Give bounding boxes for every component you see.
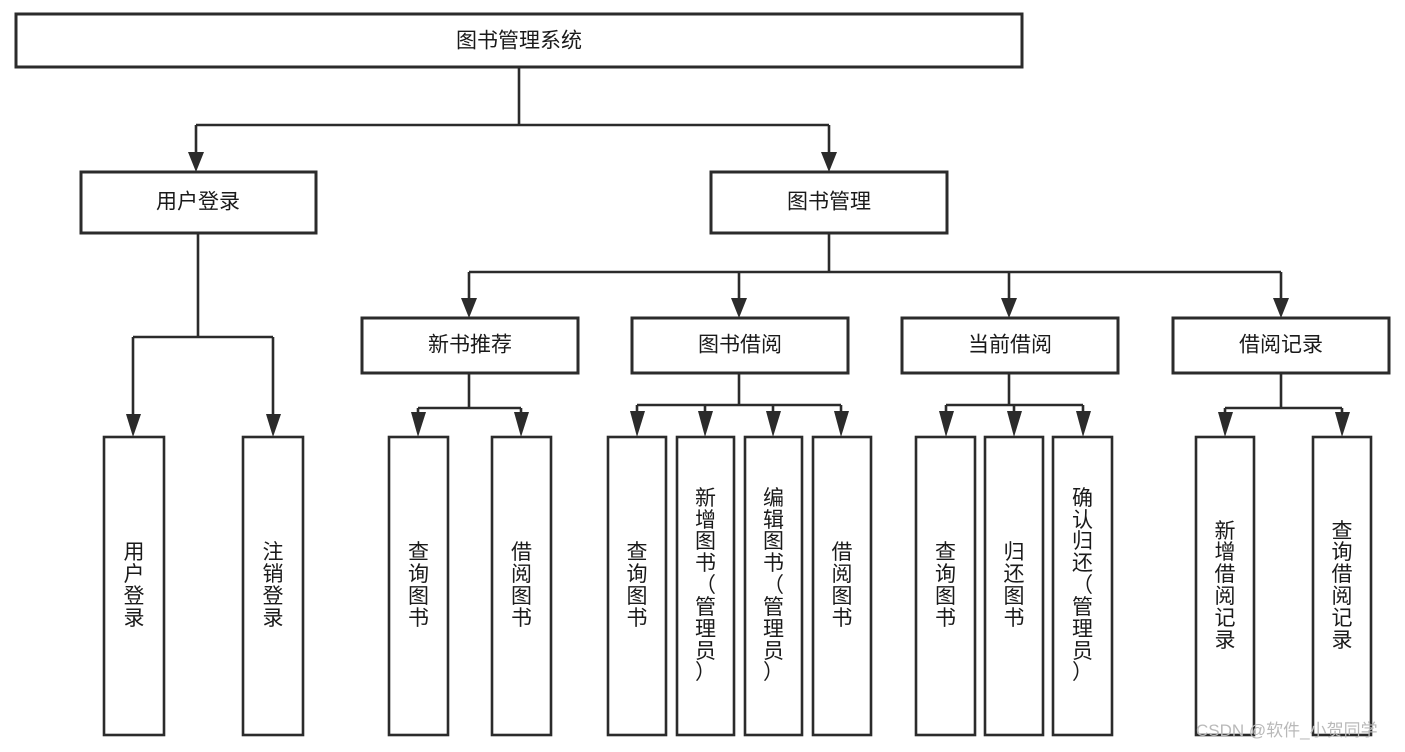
arrow-leaf-add-book: [698, 411, 713, 437]
arrow-leaf-query-record: [1335, 412, 1350, 437]
node-book-manage[interactable]: 图书管理: [709, 170, 949, 235]
arrow-leaf-query-book-3: [939, 411, 954, 437]
arrow-current-borrow: [1001, 298, 1017, 318]
leaf-box-query-book-2[interactable]: [606, 435, 668, 737]
leaf-box-query-book-1[interactable]: [387, 435, 450, 737]
node-root-label: 图书管理系统: [456, 30, 582, 53]
arrow-book-borrow: [731, 298, 747, 318]
node-root[interactable]: 图书管理系统: [14, 12, 1024, 69]
node-current-borrow-box[interactable]: [900, 316, 1120, 375]
node-current-borrow-label: 当前借阅: [968, 334, 1052, 357]
arrow-leaf-logout: [266, 414, 281, 437]
leaf-box-borrow-book-1[interactable]: [490, 435, 553, 737]
leaf-box-borrow-book-2[interactable]: [811, 435, 873, 737]
node-book-manage-label: 图书管理: [787, 191, 871, 214]
edges-layer: [126, 67, 1350, 437]
leaf-box-logout[interactable]: [241, 435, 305, 737]
node-root-box[interactable]: [14, 12, 1024, 69]
node-current-borrow[interactable]: 当前借阅: [900, 316, 1120, 375]
arrow-leaf-return-book: [1007, 411, 1022, 437]
arrow-leaf-query-book-1: [411, 412, 426, 437]
leaf-box-query-record[interactable]: [1311, 435, 1373, 737]
node-new-book-recommend-label: 新书推荐: [428, 334, 512, 357]
node-new-book-recommend-box[interactable]: [360, 316, 580, 375]
leaf-box-query-book-3[interactable]: [914, 435, 977, 737]
node-book-borrow[interactable]: 图书借阅: [630, 316, 850, 375]
arrow-user-login: [188, 152, 204, 172]
node-borrow-record[interactable]: 借阅记录: [1171, 316, 1391, 375]
arrow-book-manage: [821, 152, 837, 172]
leaf-box-add-record[interactable]: [1194, 435, 1256, 737]
node-book-borrow-box[interactable]: [630, 316, 850, 375]
node-book-borrow-label: 图书借阅: [698, 334, 782, 357]
arrow-leaf-add-record: [1218, 412, 1233, 437]
leaf-box-edit-book[interactable]: [743, 435, 804, 737]
leaf-box-add-book[interactable]: [675, 435, 736, 737]
arrow-leaf-query-book-2: [630, 411, 645, 437]
node-new-book-recommend[interactable]: 新书推荐: [360, 316, 580, 375]
node-user-login-box[interactable]: [79, 170, 318, 235]
node-user-login-label: 用户登录: [156, 191, 240, 214]
node-borrow-record-box[interactable]: [1171, 316, 1391, 375]
arrow-leaf-borrow-book-2: [834, 411, 849, 437]
leaf-box-confirm-return[interactable]: [1051, 435, 1114, 737]
leaf-box-return-book[interactable]: [983, 435, 1045, 737]
arrow-borrow-record: [1273, 298, 1289, 318]
arrow-leaf-confirm-return: [1076, 411, 1091, 437]
node-borrow-record-label: 借阅记录: [1239, 334, 1323, 357]
arrow-leaf-user-login: [126, 414, 141, 437]
leaf-box-user-login[interactable]: [102, 435, 166, 737]
arrow-new-book-recommend: [461, 298, 477, 318]
arrow-leaf-borrow-book-1: [514, 412, 529, 437]
arrow-leaf-edit-book: [766, 411, 781, 437]
node-user-login[interactable]: 用户登录: [79, 170, 318, 235]
node-book-manage-box[interactable]: [709, 170, 949, 235]
